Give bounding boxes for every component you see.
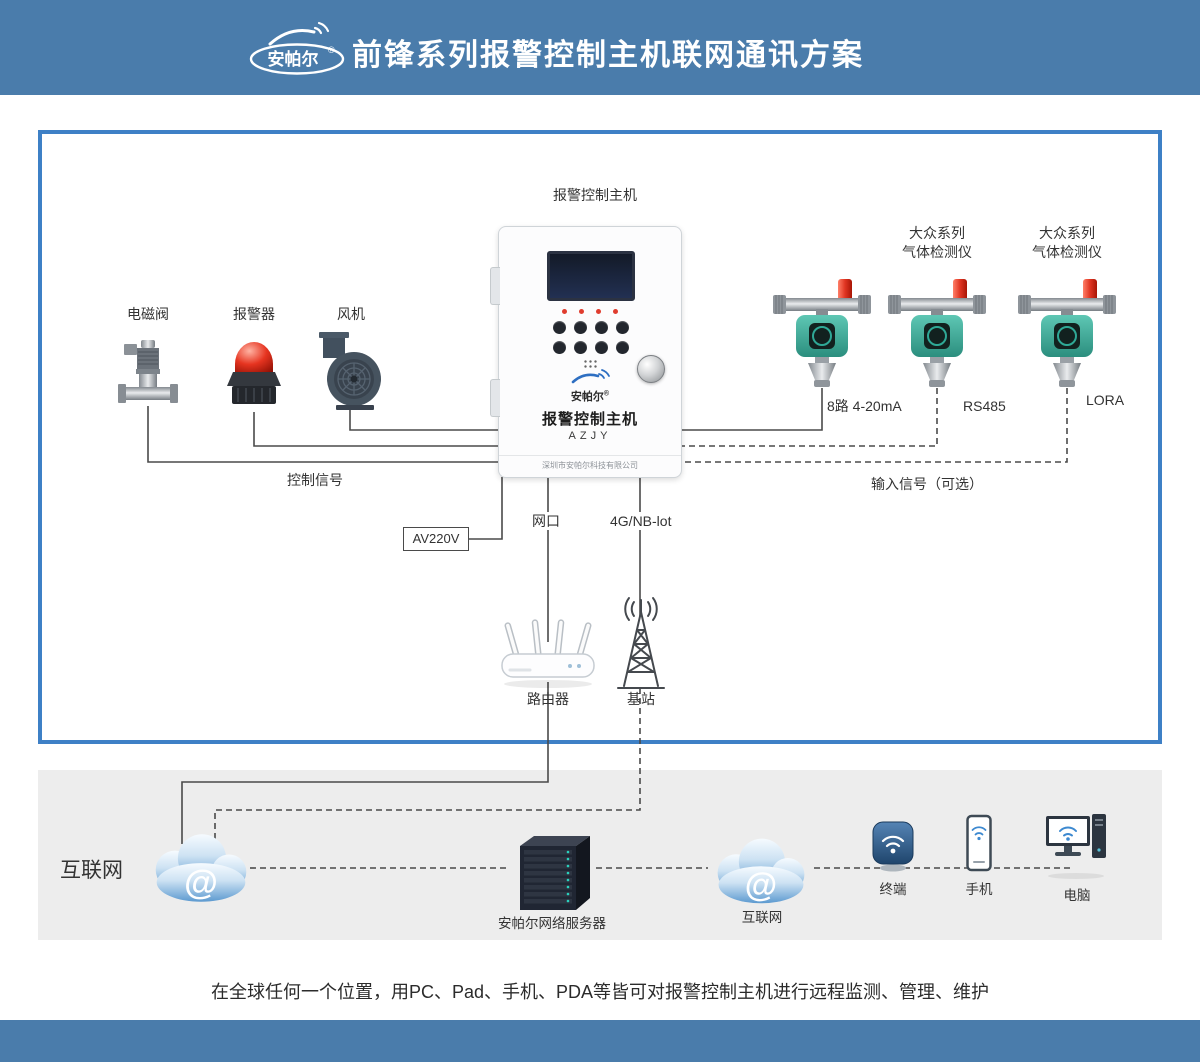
logo-reg-mark: ® <box>328 45 335 55</box>
alarm-beacon-icon <box>226 328 282 421</box>
detector-series-line1: 大众系列 <box>1039 225 1095 241</box>
host-company-name: 深圳市安帕尔科技有限公司 <box>499 455 681 471</box>
host-product-name: 报警控制主机 <box>541 411 638 428</box>
fan-icon <box>318 330 384 415</box>
server-icon <box>510 832 594 919</box>
pc-label: 电脑 <box>1063 888 1091 903</box>
brand-logo: 安帕尔 ® <box>248 20 348 83</box>
analog-signal-label: 8路 4-20mA <box>827 398 902 414</box>
station-label: 基站 <box>627 691 655 707</box>
host-keypad <box>546 321 636 354</box>
phone-icon <box>966 814 992 879</box>
page-title: 前锋系列报警控制主机联网通讯方案 <box>352 39 864 72</box>
fan-label: 风机 <box>337 306 365 322</box>
at-symbol: @ <box>745 867 777 904</box>
host-indicator-leds <box>499 309 681 314</box>
detector-series-label-1: 大众系列 气体检测仪 <box>887 224 987 262</box>
phone-label: 手机 <box>965 882 993 897</box>
gas-detector-icon <box>772 278 872 398</box>
computer-icon <box>1046 812 1108 885</box>
input-signal-label: 输入信号（可选） <box>871 476 983 492</box>
terminal-icon <box>870 818 916 879</box>
host-brand-text: 安帕尔 <box>570 391 604 403</box>
logo-text: 安帕尔 <box>268 49 319 69</box>
cloud2-label: 互联网 <box>741 910 783 925</box>
power-label-box: AV220V <box>403 527 469 551</box>
router-icon <box>500 618 596 697</box>
rs485-label: RS485 <box>963 398 1006 414</box>
solenoid-valve-icon <box>118 330 178 417</box>
terminal-label: 终端 <box>879 882 907 897</box>
server-label: 安帕尔网络服务器 <box>498 916 606 931</box>
internet-title: 互联网 <box>60 859 123 882</box>
host-brand-block: 安帕尔® <box>499 369 681 404</box>
host-model-code: AZJY <box>568 430 612 442</box>
detector-series-line2: 气体检测仪 <box>1032 244 1102 260</box>
footer-description: 在全球任何一个位置，用PC、Pad、手机、PDA等皆可对报警控制主机进行远程监测… <box>210 982 990 1002</box>
wifi-swoosh-icon <box>571 369 610 384</box>
at-symbol: @ <box>184 864 218 902</box>
router-label: 路由器 <box>527 691 569 707</box>
brand-logo-icon: 安帕尔 ® <box>249 21 345 75</box>
detector-series-label-2: 大众系列 气体检测仪 <box>1017 224 1117 262</box>
gas-detector-icon <box>887 278 987 398</box>
beacon-label: 报警器 <box>233 306 275 322</box>
cell-tower-icon <box>612 596 670 697</box>
control-signal-label: 控制信号 <box>287 472 343 488</box>
host-brand-name: 安帕尔® <box>499 388 681 404</box>
internet-cloud-icon: @ <box>710 834 812 911</box>
host-title-label: 报警控制主机 <box>553 187 637 203</box>
detector-series-line2: 气体检测仪 <box>902 244 972 260</box>
host-buzzer-icon <box>583 359 599 369</box>
internet-cloud-icon: @ <box>148 828 254 911</box>
valve-label: 电磁阀 <box>127 306 169 322</box>
header-bar: 安帕尔 ® 前锋系列报警控制主机联网通讯方案 <box>0 0 1200 95</box>
gas-detector-icon <box>1017 278 1117 398</box>
detector-series-line1: 大众系列 <box>909 225 965 241</box>
host-brand-reg: ® <box>603 390 610 398</box>
host-knob-button <box>637 355 665 383</box>
lan-port-label: 网口 <box>528 512 564 530</box>
alarm-host-device: 安帕尔® 报警控制主机 AZJY 深圳市安帕尔科技有限公司 <box>490 226 682 478</box>
bottom-bar <box>0 1020 1200 1062</box>
lora-label: LORA <box>1086 392 1125 408</box>
cellular-label: 4G/NB-lot <box>606 512 676 530</box>
host-screen <box>547 251 635 301</box>
